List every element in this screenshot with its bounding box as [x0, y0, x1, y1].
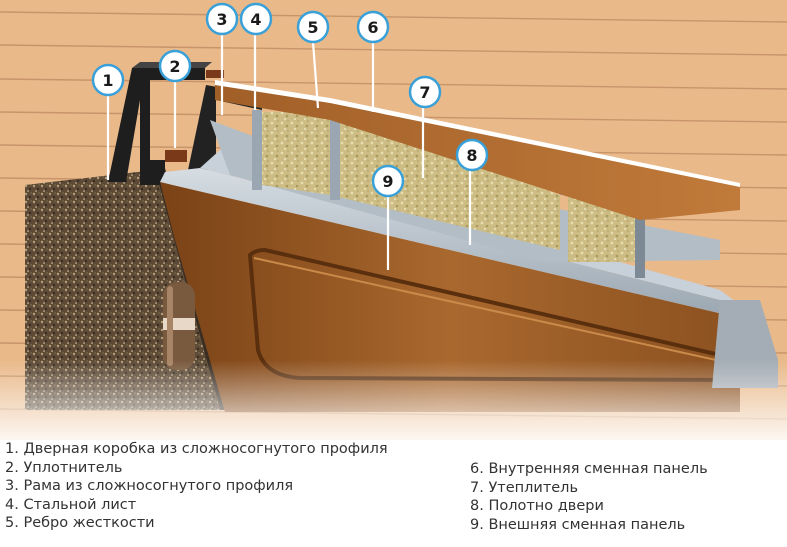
bottom-fade — [0, 360, 787, 450]
callout-8: 8 — [455, 138, 489, 172]
svg-text:8: 8 — [466, 146, 477, 165]
svg-text:2: 2 — [169, 57, 180, 76]
door-frame-profile — [108, 68, 205, 185]
stiffener-rib-left-2 — [330, 110, 340, 200]
svg-text:3: 3 — [216, 10, 227, 29]
seal-top — [206, 70, 224, 78]
callout-4: 4 — [239, 2, 273, 36]
svg-text:7: 7 — [419, 83, 430, 102]
legend-item-9: 9. Внешняя сменная панель — [470, 516, 686, 533]
external-panel — [160, 182, 740, 412]
legend-item-3: 3. Рама из сложносогнутого профиля — [5, 478, 294, 494]
stiffener-rib-left — [252, 110, 262, 190]
steel-sheet — [160, 168, 740, 318]
external-panel-molding-hl — [253, 257, 717, 361]
svg-text:6: 6 — [367, 18, 378, 37]
legend-item-5: 5. Ребро жесткости — [5, 515, 155, 531]
legend-left: 1. Дверная коробка из сложносогнутого пр… — [5, 440, 445, 533]
callout-1: 1 — [91, 63, 125, 97]
svg-text:4: 4 — [250, 10, 261, 29]
legend-item-8: 8. Полотно двери — [470, 498, 604, 514]
legend-item-6: 6. Внутренняя сменная панель — [470, 461, 708, 477]
legend-item-1: 1. Дверная коробка из сложносогнутого пр… — [5, 441, 388, 457]
svg-text:1: 1 — [102, 71, 113, 90]
svg-text:5: 5 — [307, 18, 318, 37]
callout-7: 7 — [408, 75, 442, 109]
svg-text:9: 9 — [382, 172, 393, 191]
legend-item-2: 2. Уплотнитель — [5, 459, 123, 476]
callout-6: 6 — [356, 10, 390, 44]
leader-lines — [106, 34, 472, 270]
legend-item-7: 7. Утеплитель — [470, 479, 578, 496]
frame-profile — [188, 85, 262, 170]
hinge — [163, 282, 195, 370]
callout-9: 9 — [371, 164, 405, 198]
callout-5: 5 — [296, 10, 330, 44]
callout-2: 2 — [158, 49, 192, 83]
legend-right: 6. Внутренняя сменная панель 7. Утеплите… — [470, 460, 780, 534]
seal — [165, 150, 187, 162]
callout-3: 3 — [205, 2, 239, 36]
internal-panel-edge — [215, 80, 740, 187]
legend-item-4: 4. Стальной лист — [5, 496, 137, 513]
